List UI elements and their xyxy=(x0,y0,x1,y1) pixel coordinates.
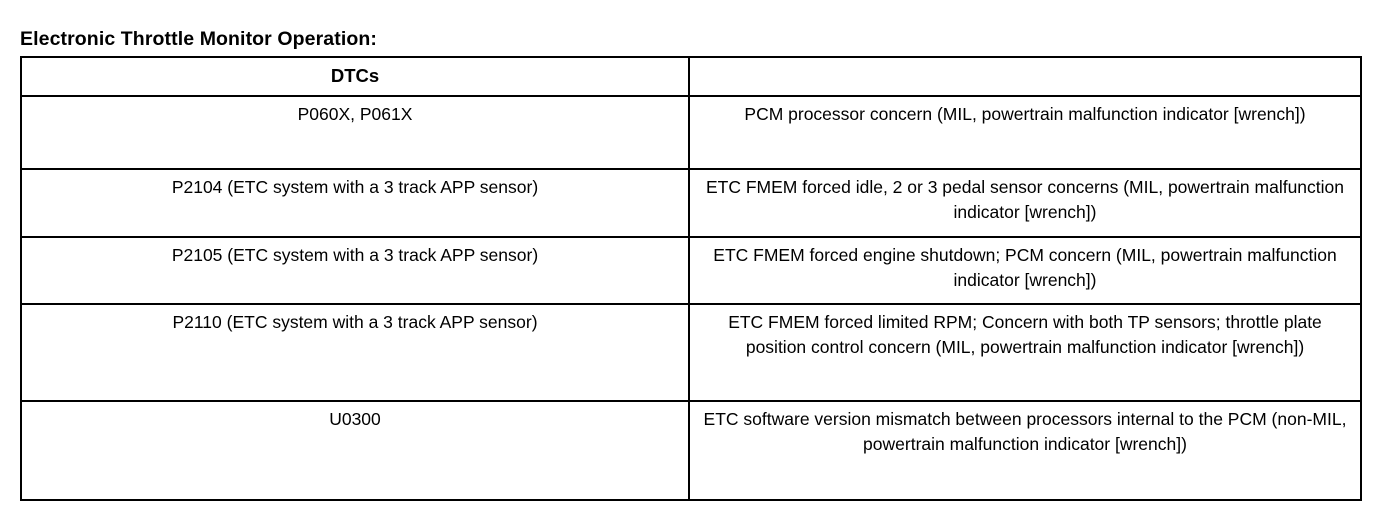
table-row: P2105 (ETC system with a 3 track APP sen… xyxy=(20,236,1362,305)
dtc-code-text: P2104 (ETC system with a 3 track APP sen… xyxy=(171,177,539,197)
dtc-code-text: P060X, P061X xyxy=(297,104,413,124)
cell-dtc: P2110 (ETC system with a 3 track APP sen… xyxy=(20,303,690,402)
page-title: Electronic Throttle Monitor Operation: xyxy=(20,28,377,51)
column-header-description-label xyxy=(690,58,1360,88)
cell-description: ETC software version mismatch between pr… xyxy=(688,400,1362,501)
table-header: DTCs xyxy=(20,56,1362,97)
table-row: P060X, P061X PCM processor concern (MIL,… xyxy=(20,95,1362,170)
cell-dtc: P2105 (ETC system with a 3 track APP sen… xyxy=(20,236,690,305)
dtc-description-text: ETC software version mismatch between pr… xyxy=(703,409,1347,454)
column-header-dtcs-label: DTCs xyxy=(330,65,380,86)
dtc-code-text: U0300 xyxy=(329,409,381,429)
table-header-row: DTCs xyxy=(20,56,1362,97)
dtc-description-text: ETC FMEM forced limited RPM; Concern wit… xyxy=(728,312,1322,357)
dtc-code-text: P2110 (ETC system with a 3 track APP sen… xyxy=(172,312,538,332)
table-row: U0300 ETC software version mismatch betw… xyxy=(20,400,1362,501)
dtc-description-text: ETC FMEM forced engine shutdown; PCM con… xyxy=(713,245,1337,290)
cell-dtc: P2104 (ETC system with a 3 track APP sen… xyxy=(20,168,690,238)
dtc-code-text: P2105 (ETC system with a 3 track APP sen… xyxy=(171,245,539,265)
column-header-description xyxy=(688,56,1362,97)
table-body: P060X, P061X PCM processor concern (MIL,… xyxy=(20,95,1362,501)
cell-description: PCM processor concern (MIL, powertrain m… xyxy=(688,95,1362,170)
dtc-description-text: PCM processor concern (MIL, powertrain m… xyxy=(744,104,1306,124)
table-row: P2104 (ETC system with a 3 track APP sen… xyxy=(20,168,1362,238)
dtc-table: DTCs P060X, P061X PCM processor concern … xyxy=(20,56,1362,501)
dtc-description-text: ETC FMEM forced idle, 2 or 3 pedal senso… xyxy=(705,177,1345,222)
cell-dtc: U0300 xyxy=(20,400,690,501)
cell-description: ETC FMEM forced limited RPM; Concern wit… xyxy=(688,303,1362,402)
cell-description: ETC FMEM forced idle, 2 or 3 pedal senso… xyxy=(688,168,1362,238)
table-row: P2110 (ETC system with a 3 track APP sen… xyxy=(20,303,1362,402)
cell-dtc: P060X, P061X xyxy=(20,95,690,170)
cell-description: ETC FMEM forced engine shutdown; PCM con… xyxy=(688,236,1362,305)
column-header-dtcs: DTCs xyxy=(20,56,690,97)
